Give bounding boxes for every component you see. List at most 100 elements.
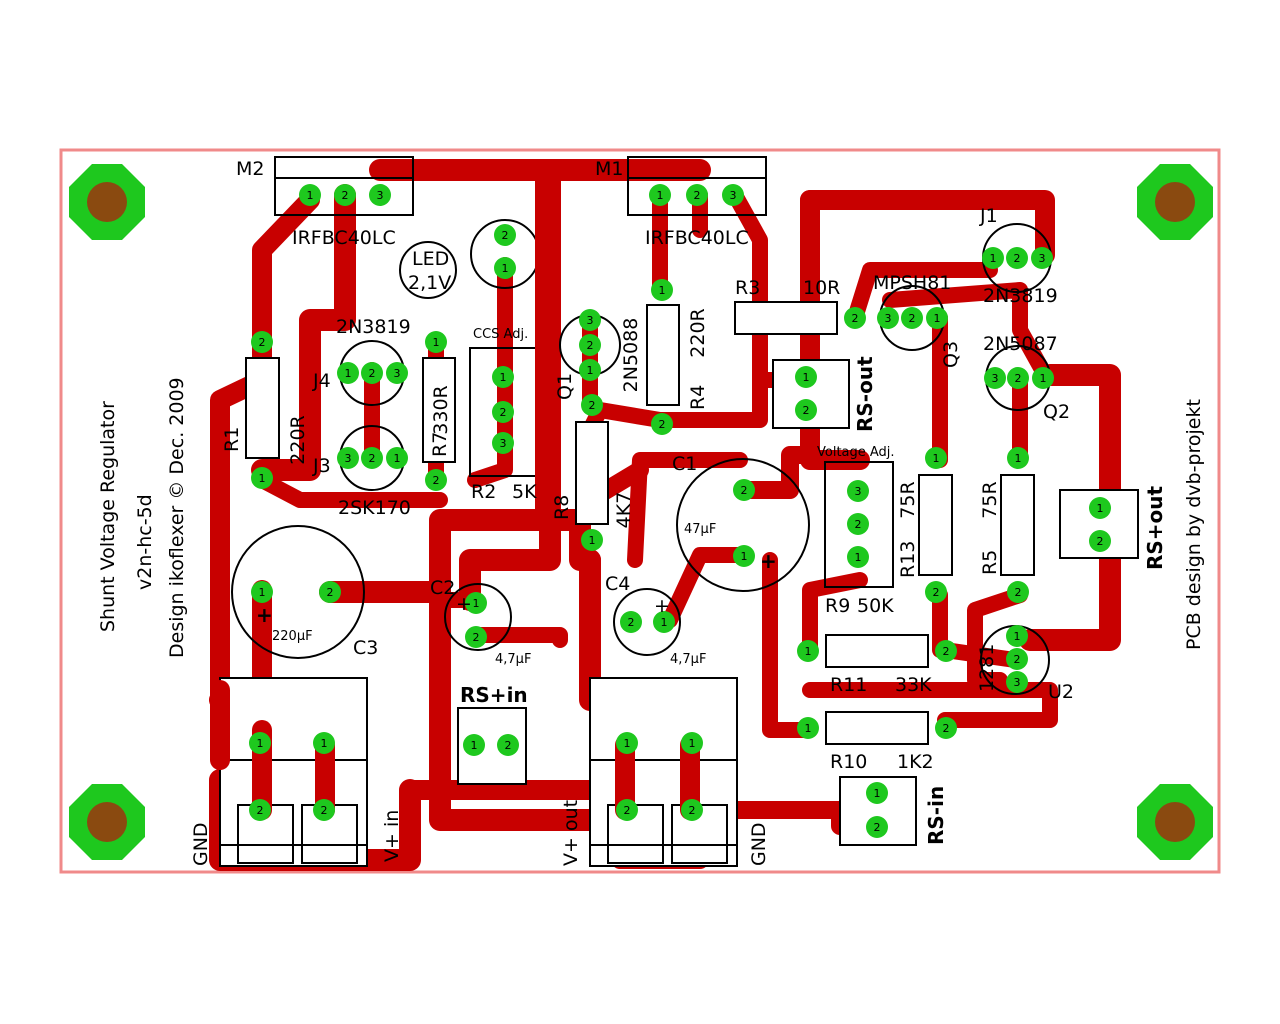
- label-r8-val: 4K7: [613, 492, 635, 529]
- pad: 2: [733, 479, 755, 501]
- pad: 2: [795, 399, 817, 421]
- pad: 1: [386, 447, 408, 469]
- pad: 2: [620, 611, 642, 633]
- terminal-left: [219, 677, 368, 867]
- pad: 2: [935, 717, 957, 739]
- label-rs-out-plus: RS+out: [1143, 485, 1167, 570]
- pad: 1: [249, 732, 271, 754]
- pad-number: 1: [502, 262, 509, 275]
- label-r2: R2: [471, 481, 496, 503]
- label-r13-val: 75R: [897, 481, 919, 518]
- labels: M2 IRFBC40LC M1 IRFBC40LC LED 2,1V 2N381…: [190, 158, 1167, 866]
- pad-number: 2: [874, 821, 881, 834]
- pad: 1: [463, 734, 485, 756]
- pad: 2: [651, 413, 673, 435]
- label-m1-type: IRFBC40LC: [645, 227, 749, 249]
- pad: 3: [984, 367, 1006, 389]
- label-m2: M2: [236, 158, 264, 180]
- label-c4-val: 4,7µF: [670, 652, 706, 667]
- pad: 2: [579, 334, 601, 356]
- label-r9-val: 50K: [857, 595, 894, 617]
- pad-number: 3: [885, 312, 892, 325]
- pad: 2: [616, 799, 638, 821]
- label-q3: Q3: [940, 341, 962, 368]
- polarity-plus-c2: +: [456, 593, 472, 615]
- pad-number: 1: [741, 550, 748, 563]
- label-r7: R7: [429, 432, 451, 457]
- pad: 2: [847, 513, 869, 535]
- pad-number: 1: [805, 645, 812, 658]
- pad: 1: [313, 732, 335, 754]
- label-vout: V+ out: [560, 800, 582, 866]
- pad-number: 2: [502, 229, 509, 242]
- label-r4: R4: [687, 385, 709, 410]
- pad: 3: [337, 447, 359, 469]
- c1-outline: [676, 458, 810, 592]
- c2-outline: [444, 583, 512, 651]
- pad: 3: [1031, 247, 1053, 269]
- pad: 1: [653, 611, 675, 633]
- r3-body: [734, 301, 838, 335]
- pad-number: 1: [1015, 452, 1022, 465]
- pad-number: 1: [689, 737, 696, 750]
- pad: 2: [249, 799, 271, 821]
- c3-outline: [231, 525, 365, 659]
- pad-number: 2: [628, 616, 635, 629]
- terminal-right: [589, 677, 738, 867]
- pad: 1: [847, 546, 869, 568]
- pad-number: 2: [589, 399, 596, 412]
- pad: 1: [925, 447, 947, 469]
- label-rs-in-minus: RS-in: [924, 786, 948, 845]
- label-r11: R11: [830, 674, 867, 696]
- pad: 1: [795, 366, 817, 388]
- polarity-plus-c4: +: [654, 595, 670, 617]
- pad: 2: [361, 362, 383, 384]
- label-c2-val: 4,7µF: [495, 652, 531, 667]
- pad-number: 2: [909, 312, 916, 325]
- pad: 2: [319, 581, 341, 603]
- pad-number: 2: [500, 406, 507, 419]
- title-text: Shunt Voltage Regulator: [97, 401, 119, 632]
- pad: 1: [797, 717, 819, 739]
- voltage-adj-trimmer: [824, 461, 894, 588]
- pad-number: 1: [473, 597, 480, 610]
- pad-number: 1: [257, 737, 264, 750]
- c4-outline: [613, 588, 681, 656]
- pad: 2: [866, 816, 888, 838]
- label-r13: R13: [897, 541, 919, 578]
- pad-number: 3: [377, 189, 384, 202]
- label-j1-type: 2N3819: [983, 285, 1058, 307]
- label-u2: U2: [1048, 681, 1074, 703]
- pad-number: 1: [933, 452, 940, 465]
- polarity-plus-c1: +: [760, 549, 777, 573]
- pad: 3: [1006, 671, 1028, 693]
- pad-number: 2: [852, 312, 859, 325]
- pad-number: 1: [805, 722, 812, 735]
- label-rs-out-minus: RS-out: [853, 356, 877, 432]
- pad-number: 1: [1040, 372, 1047, 385]
- pad: 1: [299, 184, 321, 206]
- pad-number: 3: [730, 189, 737, 202]
- r1-body: [245, 357, 280, 459]
- r11-body: [825, 634, 929, 668]
- pad-number: 1: [624, 737, 631, 750]
- pad: 2: [497, 734, 519, 756]
- pad-number: 3: [500, 437, 507, 450]
- pad-number: 2: [689, 804, 696, 817]
- pad-number: 1: [589, 534, 596, 547]
- pad: 2: [425, 469, 447, 491]
- pad: 2: [1007, 581, 1029, 603]
- pad-number: 2: [943, 645, 950, 658]
- pad-number: 3: [345, 452, 352, 465]
- pad: 1: [494, 257, 516, 279]
- pad: 2: [251, 331, 273, 353]
- label-gnd-left: GND: [190, 822, 212, 866]
- pad: 2: [1089, 530, 1111, 552]
- pad-number: 2: [327, 586, 334, 599]
- pad-number: 2: [741, 484, 748, 497]
- pad-number: 3: [587, 314, 594, 327]
- label-led-v: 2,1V: [408, 272, 451, 294]
- label-m1: M1: [595, 158, 623, 180]
- m1-package: [627, 156, 767, 216]
